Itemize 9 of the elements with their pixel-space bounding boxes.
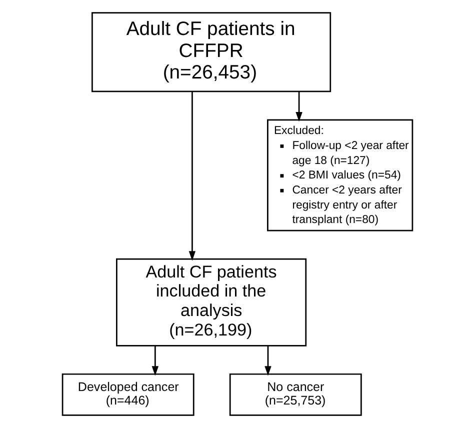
node-box: Adult CF patients included in the analysis (n=26,199) xyxy=(116,258,306,346)
node-box: No cancer (n=25,753) xyxy=(228,373,362,416)
arrow xyxy=(295,92,302,122)
arrow xyxy=(188,92,196,261)
node-box: Developed cancer (n=446) xyxy=(61,373,194,416)
node-box: Adult CF patients in CFFPR (n=26,453) xyxy=(91,12,331,92)
node-box: Excluded: Follow-up <2 year after age 18 (n=127) <2 BMI values (n=54) Cancer <2 years after registry entry or after transplant (n=80) xyxy=(266,119,413,232)
arrow xyxy=(264,346,271,376)
arrow xyxy=(151,346,158,376)
